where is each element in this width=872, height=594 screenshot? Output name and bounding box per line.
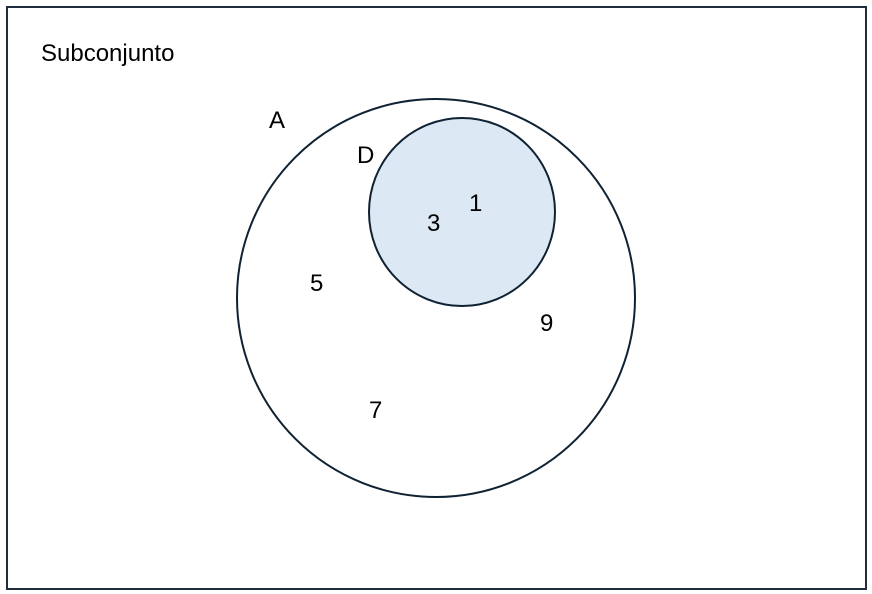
set-a-label: A — [269, 107, 285, 134]
element-9: 9 — [540, 310, 553, 337]
diagram-title: Subconjunto — [41, 40, 174, 67]
element-7: 7 — [369, 397, 382, 424]
set-a-circle — [236, 98, 636, 498]
set-d-circle — [368, 117, 556, 307]
element-3: 3 — [427, 210, 440, 237]
set-d-label: D — [357, 142, 374, 169]
element-5: 5 — [310, 270, 323, 297]
element-1: 1 — [469, 190, 482, 217]
